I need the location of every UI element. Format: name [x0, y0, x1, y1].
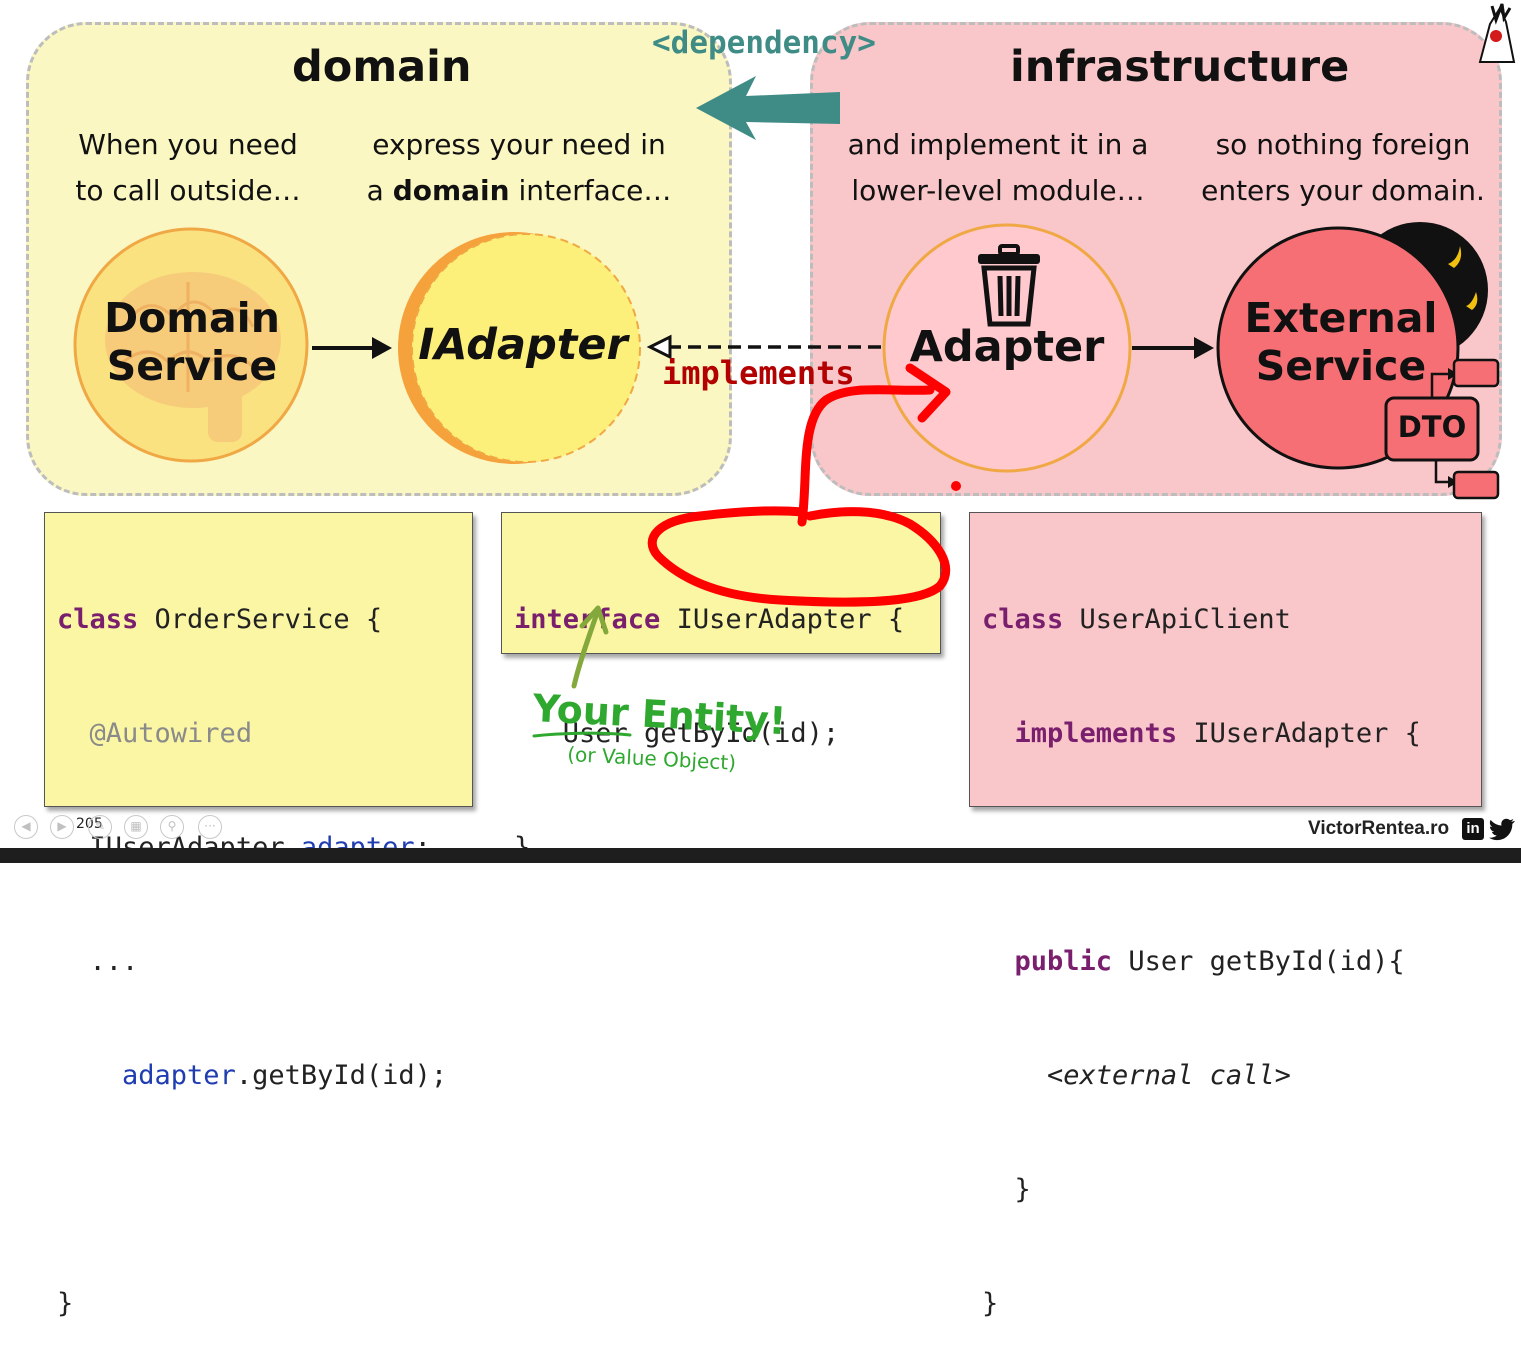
green-underline — [532, 731, 632, 738]
caption-call-outside: When you need to call outside… — [75, 128, 301, 207]
dependency-label: <dependency> — [652, 25, 876, 61]
nav-zoom-button[interactable]: ⚲ — [160, 815, 184, 839]
implements-label: implements — [662, 354, 855, 392]
brain-icon — [105, 272, 281, 442]
caption-nothing-foreign: so nothing foreign enters your domain. — [1201, 128, 1485, 207]
green-ink-arrow — [571, 605, 609, 689]
domain-title: domain — [292, 42, 472, 92]
iadapter-circle — [398, 232, 641, 464]
dto-label: DTO — [1397, 410, 1467, 444]
trash-can-icon — [978, 244, 1040, 327]
dependency-arrow-icon — [696, 76, 840, 140]
duke-mascot-icon — [1478, 3, 1516, 63]
dto-structure — [1384, 358, 1500, 500]
nav-next-button[interactable]: ▶ — [50, 815, 74, 839]
brand-label: VictorRentea.ro — [1308, 818, 1450, 839]
infrastructure-title: infrastructure — [1010, 42, 1350, 92]
caption-lower-level-module: and implement it in a lower-level module… — [847, 128, 1149, 207]
footer-bar — [0, 848, 1521, 863]
nav-prev-button[interactable]: ◀ — [14, 815, 38, 839]
nav-slides-button[interactable]: ▦ — [124, 815, 148, 839]
twitter-icon[interactable] — [1486, 816, 1516, 842]
uses-arrow — [312, 337, 392, 359]
domain-service-label: Domain Service — [104, 294, 280, 391]
caption-domain-interface: express your need in a domain interface… — [366, 128, 672, 207]
nav-pen-button[interactable]: ✎ — [88, 815, 112, 839]
order-service-code: class OrderService { @Autowired IUserAda… — [44, 512, 473, 1319]
user-api-client-code: class UserApiClient implements IUserAdap… — [969, 512, 1482, 1319]
adapter-circle — [882, 223, 1132, 473]
nav-more-button[interactable]: ··· — [198, 815, 222, 839]
red-ink-annotation — [647, 363, 961, 607]
iadapter-label: IAdapter — [418, 320, 628, 370]
implements-arrow — [646, 334, 884, 360]
calls-arrow — [1132, 337, 1214, 359]
external-service-label: External Service — [1244, 294, 1438, 391]
linkedin-icon[interactable]: in — [1462, 818, 1484, 840]
adapter-label: Adapter — [909, 322, 1105, 372]
